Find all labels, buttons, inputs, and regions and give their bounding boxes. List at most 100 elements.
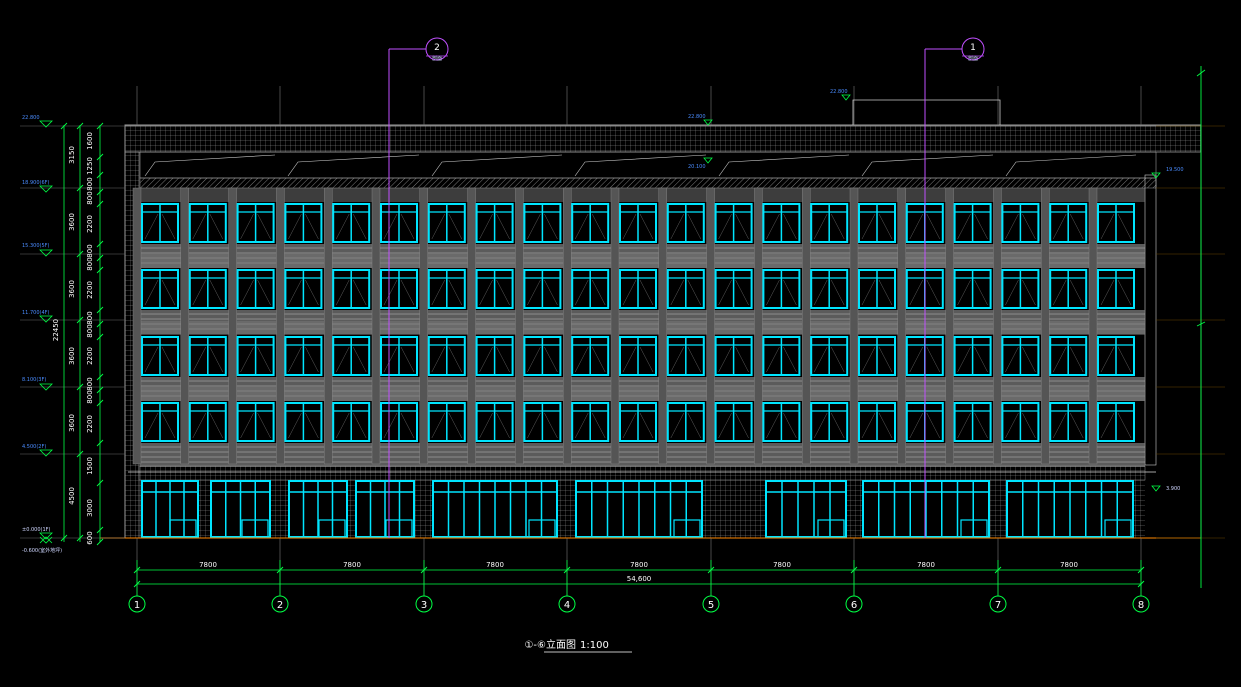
- window-swing-line: [209, 346, 223, 373]
- vdim-tick: [96, 479, 104, 487]
- window-swing-line: [448, 213, 462, 240]
- section-label-1: 剖面: [968, 55, 978, 62]
- section-label-2: 剖面: [432, 55, 442, 62]
- window-swing-line: [861, 346, 876, 373]
- window-swing-line: [431, 412, 445, 439]
- window-swing-line: [957, 279, 971, 306]
- window-swing-line: [718, 279, 732, 306]
- window-swing-line: [974, 346, 988, 373]
- window-swing-line: [144, 412, 159, 439]
- pier: [610, 187, 620, 465]
- axis-labels: 1 2 3 4 5 6 7 8: [134, 600, 1144, 611]
- window-swing-line: [431, 279, 445, 306]
- vdim-tick: [96, 200, 104, 208]
- window-swing-line: [909, 412, 923, 439]
- section-markers: 2 剖面 1 剖面: [432, 43, 978, 62]
- vdim-inner-17: 600: [86, 531, 94, 544]
- vdim-floor-1: 3150: [68, 146, 76, 164]
- window-swing-line: [305, 346, 319, 373]
- window-swing-line: [670, 213, 684, 240]
- window-swing-line: [479, 346, 493, 373]
- window-swing-line: [400, 279, 415, 306]
- window-swing-line: [400, 213, 415, 240]
- axis-label-1: 1: [134, 600, 140, 611]
- parapet-grid: [124, 125, 1202, 153]
- pier: [515, 187, 524, 465]
- window-swing-line: [926, 346, 940, 373]
- dim-tick: [707, 566, 715, 574]
- window-swing-line: [383, 213, 398, 240]
- window-swing-line: [240, 213, 254, 240]
- window-swing-line: [735, 279, 749, 306]
- bay-dim-6: 7800: [917, 561, 935, 569]
- window-swing-line: [687, 279, 701, 306]
- vdim-inner-3: 800: [86, 177, 94, 190]
- window-swing-line: [496, 346, 510, 373]
- vdim-tick: [96, 439, 104, 447]
- window-swing-line: [639, 346, 654, 373]
- window-swing-line: [240, 346, 254, 373]
- window-swing-line: [383, 279, 398, 306]
- window-swing-line: [496, 213, 510, 240]
- upper-spandrel: [140, 387, 1145, 401]
- window-swing-line: [783, 213, 797, 240]
- window-swing-line: [400, 412, 415, 439]
- vdim-inner-6: 800: [86, 244, 94, 257]
- window-swing-line: [687, 412, 701, 439]
- window-swing-line: [544, 412, 558, 439]
- vdim-floor-3: 3600: [68, 280, 76, 298]
- vdim-floor-4: 3600: [68, 347, 76, 365]
- window-swing-line: [1053, 346, 1067, 373]
- vdim-tick: [96, 320, 104, 328]
- window-swing-line: [831, 213, 845, 240]
- window-swing-line: [909, 279, 923, 306]
- window-swing-line: [257, 213, 271, 240]
- window-swing-line: [448, 412, 462, 439]
- total-dimension: 54,600: [627, 575, 652, 583]
- window-swing-line: [288, 412, 302, 439]
- window-swing-line: [192, 279, 206, 306]
- window-swing-line: [592, 279, 606, 306]
- window-swing-line: [161, 412, 176, 439]
- axis-label-3: 3: [421, 600, 427, 611]
- window-swing-line: [305, 213, 319, 240]
- window-swing-line: [592, 213, 606, 240]
- vdim-inner-4: 800: [86, 191, 94, 204]
- window-swing-line: [336, 346, 350, 373]
- bay-dimensions: 7800 7800 7800 7800 7800 7800 7800 54,60…: [199, 561, 1078, 583]
- window-swing-line: [831, 346, 845, 373]
- pier: [658, 187, 667, 465]
- upper-spandrel: [140, 254, 1145, 268]
- window-swing-line: [1117, 346, 1132, 373]
- window-swing-line: [1053, 213, 1067, 240]
- pier: [706, 187, 715, 465]
- level-3f: 8.100(3F): [22, 377, 46, 383]
- vdim-inner-1: 1600: [86, 132, 94, 150]
- level-2f: 4.500(2F): [22, 444, 46, 450]
- window-swing-line: [718, 412, 732, 439]
- window-swing-line: [575, 412, 589, 439]
- vdim-floor-2: 3600: [68, 213, 76, 231]
- window-swing-line: [814, 412, 828, 439]
- pier: [993, 187, 1002, 465]
- axis-label-7: 7: [995, 600, 1001, 611]
- vdim-tick: [96, 538, 104, 546]
- vdim-inner-13: 800: [86, 390, 94, 403]
- window-swing-line: [670, 412, 684, 439]
- vdim-inner-8: 2200: [86, 281, 94, 299]
- bay-dim-3: 7800: [486, 561, 504, 569]
- window-swing-line: [1022, 213, 1036, 240]
- roof-hatch-band: [139, 177, 1157, 189]
- cornice-slope: [431, 154, 563, 177]
- window-swing-line: [383, 412, 398, 439]
- cornice-slope: [144, 154, 276, 177]
- vdim-tick: [76, 122, 84, 130]
- window-swing-line: [479, 412, 493, 439]
- vdim-tick: [96, 122, 104, 130]
- cornice-band: [139, 151, 1157, 179]
- window-swing-line: [192, 412, 206, 439]
- window-swing-line: [878, 346, 893, 373]
- window-swing-line: [1117, 279, 1132, 306]
- window-swing-line: [957, 346, 971, 373]
- storefront-panel: [528, 519, 556, 538]
